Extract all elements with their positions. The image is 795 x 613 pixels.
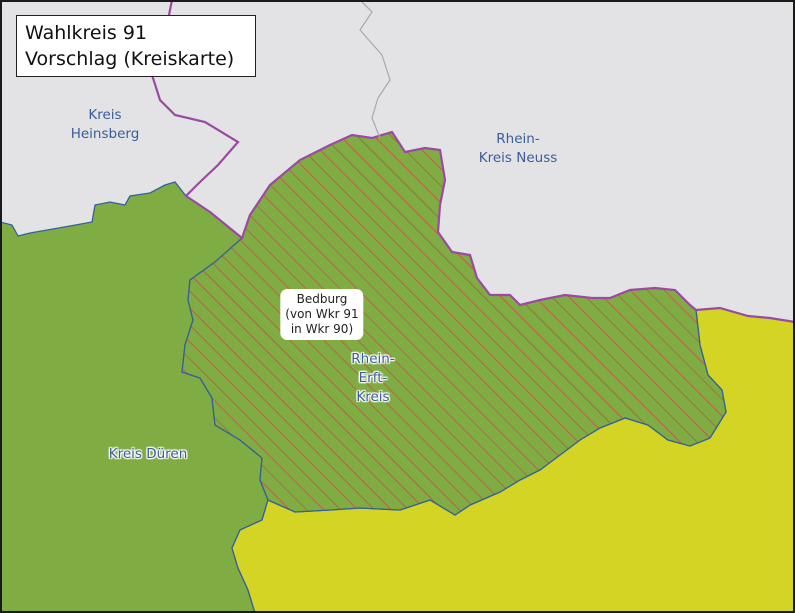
erft-west-boundary	[181, 237, 269, 501]
callout-line-1: Bedburg	[296, 292, 348, 306]
label-erft-line-1: Rhein-	[351, 351, 395, 367]
label-erft-line-2: Erft-	[358, 370, 388, 386]
label-rhein-erft-kreis: Rhein- Erft- Kreis	[351, 350, 394, 407]
title-line-1: Wahlkreis 91	[25, 22, 148, 44]
wahlkreis-boundary	[150, 0, 795, 324]
minor-boundary	[359, 0, 391, 139]
label-rhein-kreis-neuss: Rhein- Kreis Neuss	[479, 130, 558, 168]
bedburg-callout: Bedburg (von Wkr 91 in Wkr 90)	[280, 289, 364, 340]
callout-line-3: in Wkr 90)	[290, 322, 354, 336]
title-line-2: Vorschlag (Kreiskarte)	[25, 48, 235, 70]
label-erft-line-3: Kreis	[356, 389, 390, 405]
map-title-box: Wahlkreis 91 Vorschlag (Kreiskarte)	[16, 15, 256, 77]
label-kreis-heinsberg: Kreis Heinsberg	[71, 106, 140, 144]
label-dueren-text: Kreis Düren	[108, 446, 188, 462]
label-heinsberg-line-1: Kreis	[88, 107, 122, 123]
label-neuss-line-1: Rhein-	[496, 131, 540, 147]
callout-line-2: (von Wkr 91	[285, 307, 359, 321]
label-kreis-dueren: Kreis Düren	[109, 445, 188, 464]
erft-south-boundary	[267, 309, 727, 516]
label-heinsberg-line-2: Heinsberg	[70, 126, 140, 142]
rhein-erft-kreis-hatch	[182, 132, 726, 515]
label-neuss-line-2: Kreis Neuss	[478, 150, 558, 166]
